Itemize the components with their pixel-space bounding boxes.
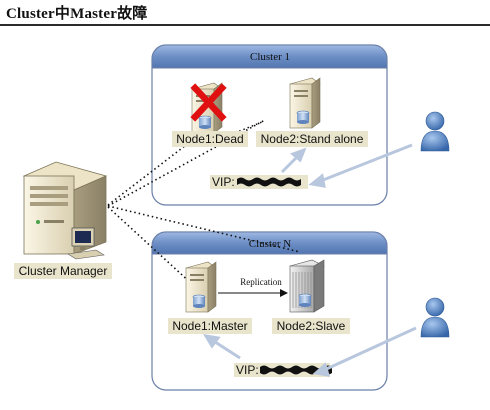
cn-node2-server-icon — [289, 259, 325, 313]
cluster-n-label: Cluster N — [249, 238, 292, 250]
c1-node2-label: Node2:Stand alone — [261, 132, 364, 146]
cn-node1-label: Node1:Master — [172, 319, 247, 333]
cn-node2-label: Node2:Slave — [277, 319, 346, 333]
cn-node1-label-bg — [168, 318, 252, 334]
dead-x-icon — [190, 83, 227, 122]
title-rule — [0, 24, 490, 26]
c1-vip-redacted — [237, 177, 301, 187]
cn-node2-label-bg — [272, 318, 350, 334]
replication-label: Replication — [240, 277, 282, 287]
c1-vip-label: VIP: — [212, 175, 235, 189]
page-title: Cluster中Master故障 — [6, 6, 148, 22]
c1-node1-label-bg — [172, 131, 248, 147]
cluster-1-label: Cluster 1 — [250, 51, 290, 63]
manager-label-bg — [14, 263, 112, 279]
manager-label: Cluster Manager — [19, 264, 108, 278]
link-to-c1-node1 — [107, 141, 191, 206]
link-to-cn-node2 — [107, 205, 301, 253]
cn-node1-server-icon — [185, 261, 217, 313]
cluster-manager-computer-icon — [22, 161, 108, 260]
cn-vip-label: VIP: — [236, 363, 259, 377]
cn-vip-arrows — [203, 326, 417, 377]
cn-vip-redacted — [260, 365, 332, 375]
c1-vip-arrows — [280, 143, 413, 188]
user-icon-bottom — [420, 297, 450, 338]
c1-node2-server-icon — [289, 77, 321, 129]
c1-node2-label-bg — [256, 131, 368, 147]
c1-node1-label: Node1:Dead — [176, 132, 243, 146]
user-icon-top — [420, 111, 450, 152]
